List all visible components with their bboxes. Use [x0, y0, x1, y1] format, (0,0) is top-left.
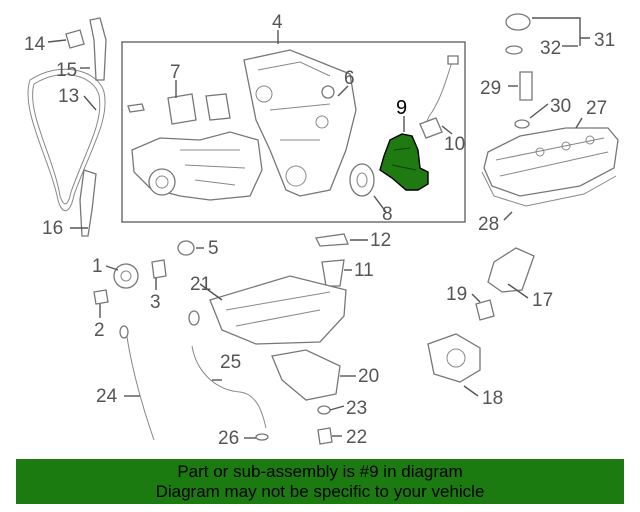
oil-pickup-strainer — [419, 117, 443, 139]
sensor-3 — [151, 259, 167, 279]
banner-line-2: Diagram may not be specific to your vehi… — [155, 482, 485, 501]
oil-filter-housing — [427, 333, 481, 383]
chain-tensioner — [65, 29, 85, 49]
callout-15: 15 — [56, 60, 77, 81]
o-ring-26 — [255, 433, 269, 441]
callout-16: 16 — [42, 218, 63, 239]
gasket-left — [167, 93, 197, 125]
info-banner: Part or sub-assembly is #9 in diagram Di… — [16, 459, 624, 504]
callout-7: 7 — [170, 62, 181, 83]
filler-neck — [321, 259, 345, 287]
callout-31: 31 — [594, 30, 615, 51]
dipstick-tube — [191, 345, 267, 429]
timing-chain — [27, 68, 106, 212]
drain-plug — [317, 427, 333, 445]
cylinder-head-cover — [483, 127, 619, 197]
callout-17: 17 — [532, 290, 553, 311]
oil-filter — [487, 247, 535, 293]
pulley — [349, 163, 375, 197]
o-ring-21 — [188, 310, 200, 326]
tube-end — [447, 55, 459, 65]
callout-28: 28 — [478, 214, 499, 235]
callout-9: 9 — [396, 97, 407, 119]
callout-11: 11 — [354, 260, 374, 281]
pulley-hub — [356, 172, 368, 188]
seal — [321, 85, 335, 99]
callout-10: 10 — [444, 134, 465, 155]
part-9-detail — [391, 147, 417, 171]
chain-tensioner-arm — [79, 169, 97, 237]
gasket-right — [205, 93, 231, 121]
part-9-highlight — [379, 133, 429, 191]
callout-4: 4 — [272, 12, 283, 33]
leader-lines — [47, 17, 590, 439]
callout-3: 3 — [150, 292, 161, 313]
callout-13: 13 — [58, 86, 79, 107]
callout-1: 1 — [92, 256, 103, 277]
oil-pan-upper — [209, 275, 347, 345]
oil-filter-housing-port — [446, 348, 466, 368]
oil-pan-lower — [271, 349, 341, 401]
engine-cover-frame — [121, 41, 466, 223]
callout-23: 23 — [346, 398, 367, 419]
bolt-2 — [93, 289, 109, 305]
callout-2: 2 — [94, 320, 105, 341]
callout-6: 6 — [344, 68, 355, 89]
callout-32: 32 — [540, 38, 561, 59]
callout-19: 19 — [446, 284, 467, 305]
callout-26: 26 — [218, 428, 239, 449]
drain-gasket — [317, 405, 331, 415]
gasket-12 — [315, 233, 349, 247]
dipstick-handle — [119, 325, 129, 339]
callout-22: 22 — [346, 427, 367, 448]
callout-14: 14 — [24, 34, 46, 55]
callout-5: 5 — [208, 238, 219, 259]
crankshaft-pulley-hub — [120, 270, 132, 282]
callout-30: 30 — [550, 96, 571, 117]
callout-18: 18 — [482, 388, 503, 409]
cap-gasket — [505, 45, 523, 55]
head-cover-gasket — [481, 171, 617, 207]
callout-25: 25 — [220, 352, 241, 373]
grommet — [514, 119, 530, 129]
crankshaft-pulley — [113, 263, 139, 289]
callout-29: 29 — [480, 78, 501, 99]
pcv-valve — [519, 71, 533, 101]
callout-21: 21 — [190, 274, 211, 295]
callout-24: 24 — [96, 386, 118, 407]
callout-27: 27 — [586, 98, 607, 119]
chain-guide — [89, 17, 107, 81]
water-pump — [131, 131, 263, 201]
oil-dipstick — [125, 329, 155, 441]
bolt — [127, 103, 145, 113]
banner-line-1: Part or sub-assembly is #9 in diagram — [177, 462, 463, 481]
oil-filler-cap — [505, 13, 531, 31]
union-bolt — [475, 299, 495, 321]
o-ring — [177, 240, 195, 256]
callout-20: 20 — [358, 366, 379, 387]
callout-12: 12 — [370, 230, 391, 251]
parts-diagram: 4 6 7 8 9 10 14 15 13 16 5 12 11 1 2 3 2… — [24, 12, 619, 449]
callout-8: 8 — [382, 204, 393, 225]
